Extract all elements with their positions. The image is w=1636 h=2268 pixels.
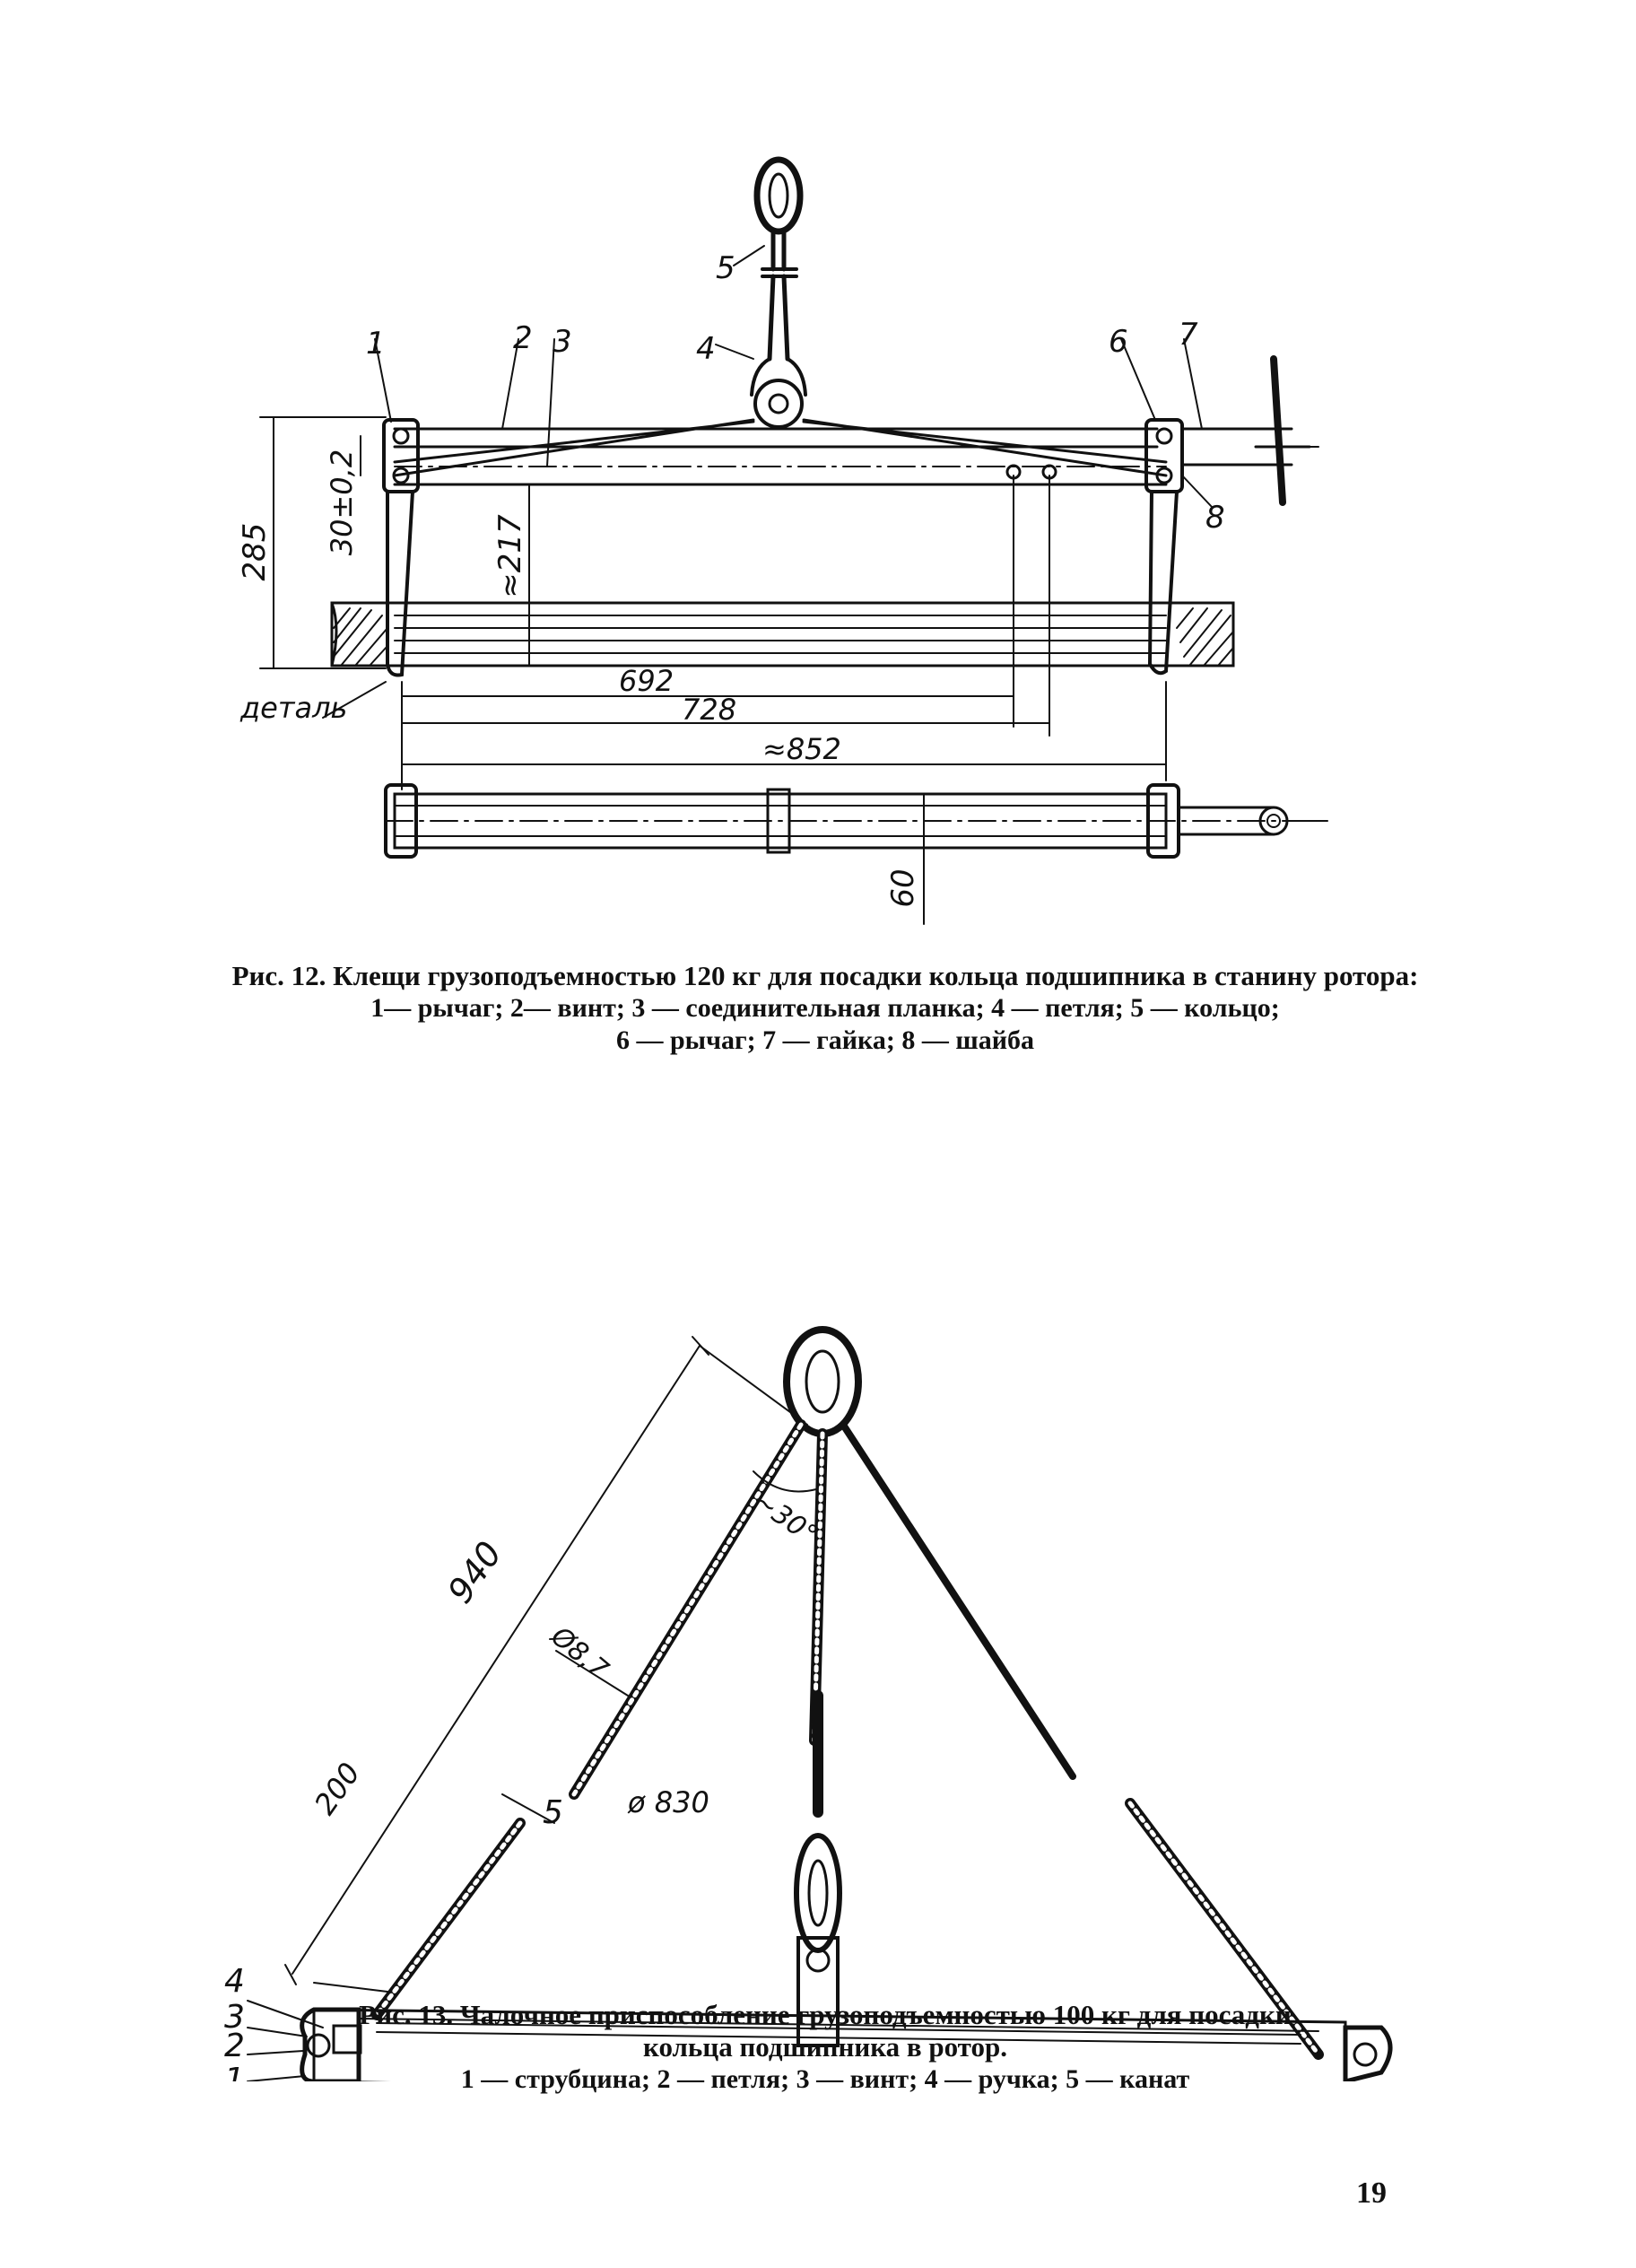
fig12-label-5: 5 <box>716 250 735 286</box>
figure-13-caption-block: Рис. 13. Чалочное приспособление грузопо… <box>179 1999 1471 2096</box>
fig13-label-1: 1 <box>224 2062 245 2081</box>
fig12-dim-728: 728 <box>682 693 736 727</box>
figure-12-caption: Рис. 12. Клещи грузоподъемностью 120 кг … <box>231 960 1419 991</box>
fig13-label-3: 3 <box>224 1999 245 2036</box>
fig13-label-4: 4 <box>224 1963 245 2000</box>
fig12-dim-692: 692 <box>619 664 674 698</box>
fig12-dim-285: 285 <box>237 523 273 581</box>
fig13-dim-830: ø 830 <box>627 1785 709 1819</box>
fig12-label-3: 3 <box>553 324 572 360</box>
figure-13-svg: 1 2 3 4 5 940 200 Ø8,7 ~30° ø 830 <box>224 1326 1393 2081</box>
figure-12-legend-line1: 1— рычаг; 2— винт; 3 — соединительная пл… <box>370 993 1280 1023</box>
fig12-dim-60: 60 <box>885 868 921 907</box>
fig13-dim-87: Ø8,7 <box>544 1619 614 1686</box>
figure-13-drawing: 1 2 3 4 5 940 200 Ø8,7 ~30° ø 830 <box>0 1274 1636 2081</box>
figure-12-legend-line2: 6 — рычаг; 7 — гайка; 8 — шайба <box>616 1025 1034 1055</box>
figure-13-legend: 1 — струбцина; 2 — петля; 3 — винт; 4 — … <box>460 2064 1190 2094</box>
fig13-label-2: 2 <box>224 2028 245 2064</box>
fig13-dim-200: 200 <box>308 1757 367 1821</box>
figure-12-svg: 1 2 3 4 5 6 7 8 285 30±0,2 ≈217 692 728 … <box>237 156 1328 925</box>
fig13-label-5: 5 <box>543 1794 563 1831</box>
figure-12-caption-block: Рис. 12. Клещи грузоподъемностью 120 кг … <box>179 960 1471 1057</box>
page-number: 19 <box>1356 2176 1387 2210</box>
fig12-dim-30: 30±0,2 <box>325 449 359 555</box>
loop-4 <box>767 274 790 362</box>
ring-5 <box>753 156 804 235</box>
fig12-label-8: 8 <box>1205 500 1225 536</box>
fig12-label-1: 1 <box>366 326 386 362</box>
fig12-label-4: 4 <box>696 331 716 367</box>
figure-13-caption-line1: Рис. 13. Чалочное приспособление грузопо… <box>359 1999 1292 2030</box>
fig12-label-6: 6 <box>1109 324 1128 360</box>
figure-12-drawing: 1 2 3 4 5 6 7 8 285 30±0,2 ≈217 692 728 … <box>0 0 1636 951</box>
fig12-dim-852: ≈852 <box>762 732 841 766</box>
figure-13-caption-line2: кольца подшипника в ротор. <box>643 2031 1007 2063</box>
fig13-dim-940: 940 <box>440 1534 510 1610</box>
fig12-label-7: 7 <box>1179 317 1198 353</box>
fig12-label-2: 2 <box>513 320 533 356</box>
fig12-dim-217: ≈217 <box>492 514 528 598</box>
fig13-dim-30deg: ~30° <box>747 1485 822 1551</box>
fig12-detail-label: деталь <box>239 691 347 725</box>
